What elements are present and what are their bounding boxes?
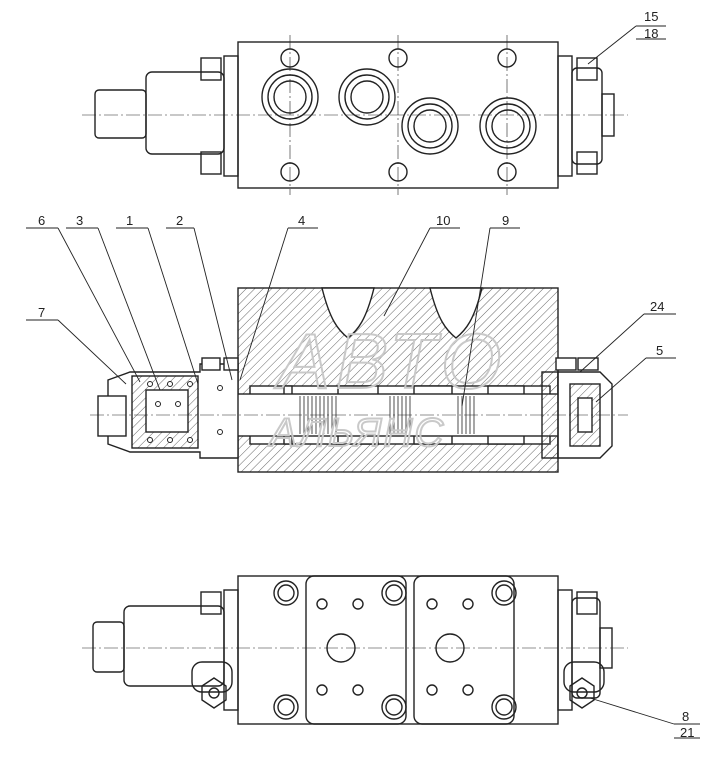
mount-holes [316,598,474,696]
callout-6: 6 [38,213,45,228]
top-view [82,35,628,195]
bottom-view [82,575,628,725]
callout-10: 10 [436,213,450,228]
port-b [479,97,537,155]
watermark-line1: АВТО [274,317,507,405]
top-left-plug [94,89,147,139]
bottom-left-plug [92,621,125,673]
callout-21: 21 [680,725,694,740]
callout-3: 3 [76,213,83,228]
port-a [401,97,459,155]
callout-9: 9 [502,213,509,228]
bottom-left-coil [123,605,225,687]
callout-1: 1 [126,213,133,228]
callout-15: 15 [644,9,658,24]
watermark-line2: АЛЬЯНС [268,411,445,455]
hex-plug-left [201,677,227,709]
top-right-cap [557,55,573,177]
bolts-bottom [273,694,517,720]
hex-plug-right [569,677,595,709]
leader-lines [26,25,700,739]
callout-2: 2 [176,213,183,228]
callouts: 15 18 6 3 1 2 4 10 9 7 24 5 8 21 [38,9,694,740]
bolts-top [273,580,517,606]
callout-18: 18 [644,26,658,41]
callout-24: 24 [650,299,664,314]
callout-8: 8 [682,709,689,724]
callout-5: 5 [656,343,663,358]
top-left-coil [145,71,225,155]
port-t [338,68,396,126]
callout-4: 4 [298,213,305,228]
callout-7: 7 [38,305,45,320]
section-view [90,287,628,473]
